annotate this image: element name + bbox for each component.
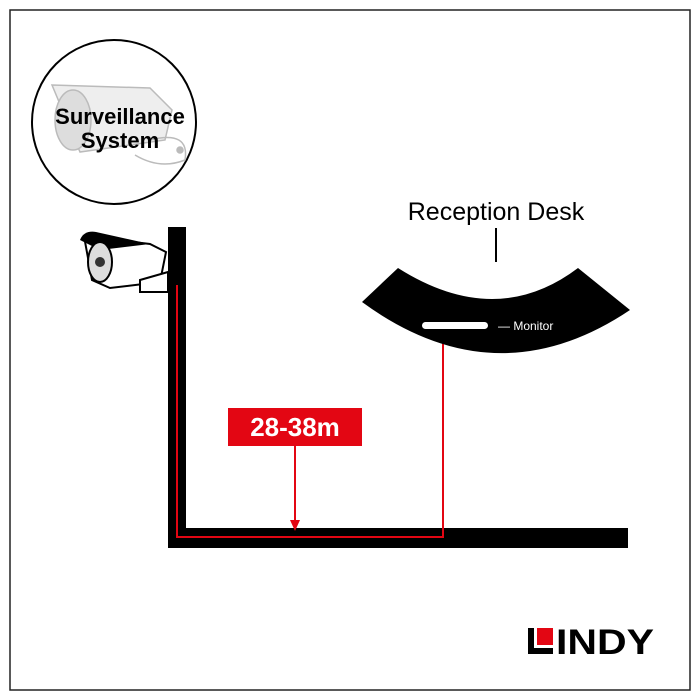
camera-watermark-icon xyxy=(50,84,187,165)
arrow-down-icon xyxy=(290,520,300,531)
monitor-icon xyxy=(422,322,488,329)
badge-line1: Surveillance xyxy=(55,104,185,129)
camera-icon xyxy=(80,231,169,293)
distance-label: 28-38m xyxy=(250,412,340,442)
svg-text:INDY: INDY xyxy=(556,623,654,662)
badge-line2: System xyxy=(81,128,159,153)
frame xyxy=(9,9,691,691)
reception-desk: — Monitor xyxy=(362,268,630,354)
surveillance-badge: Surveillance System xyxy=(31,39,197,205)
lindy-logo: INDY xyxy=(528,623,654,662)
desk-label: Reception Desk xyxy=(408,198,585,226)
cable-route xyxy=(176,285,444,538)
distance-callout: 28-38m xyxy=(228,408,362,531)
monitor-label: — Monitor xyxy=(498,319,553,333)
